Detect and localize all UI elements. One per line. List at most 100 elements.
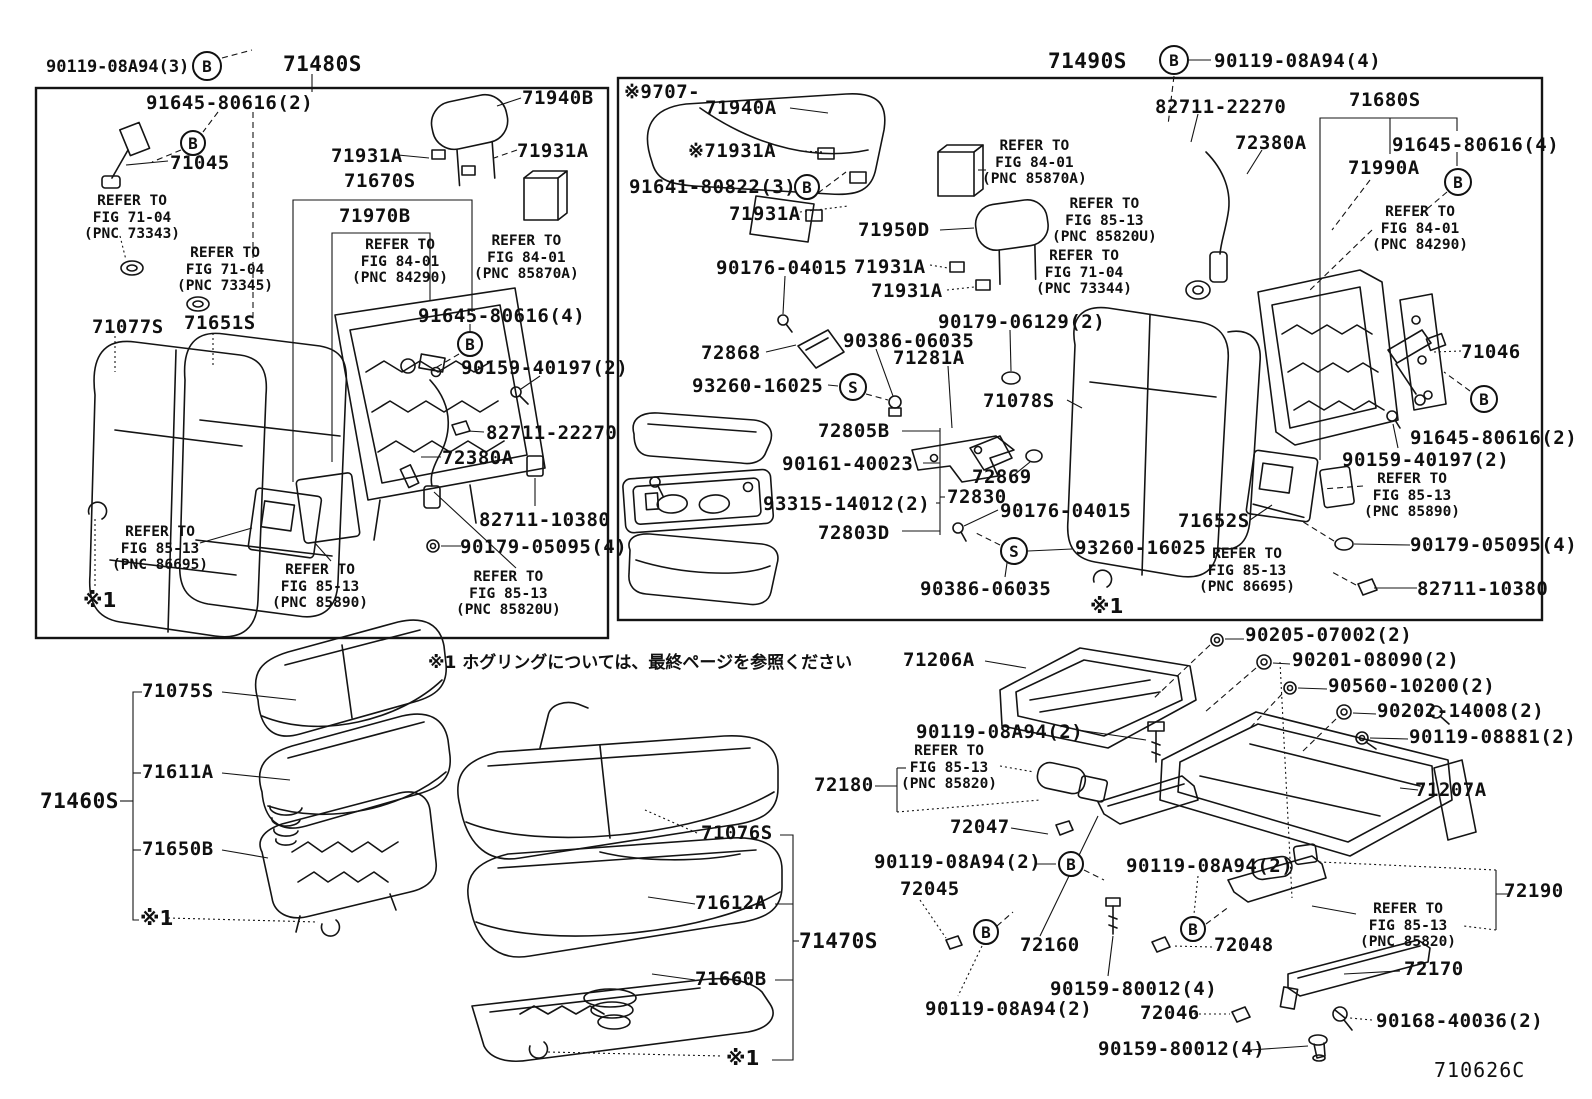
part-label: 71970B <box>339 205 411 227</box>
callout-B: B <box>180 130 206 156</box>
part-label: 82711-10380 <box>479 509 611 531</box>
part-label: 90179-05095(4) <box>1410 534 1578 556</box>
callout-S: S <box>839 373 867 401</box>
part-label: 90119-08A94(2) <box>916 721 1084 743</box>
part-label: 90179-05095(4) <box>460 536 628 558</box>
part-label: 71045 <box>170 152 230 174</box>
part-label: 90202-14008(2) <box>1377 700 1545 722</box>
part-label: 90205-07002(2) <box>1245 624 1413 646</box>
part-label: 71480S <box>283 52 362 76</box>
part-label: 71460S <box>40 789 119 813</box>
part-label: 71612A <box>695 892 767 914</box>
seat-frame-art <box>945 633 1477 1062</box>
part-label: 71931A <box>517 140 589 162</box>
part-label: 71990A <box>1348 157 1420 179</box>
part-label: 82711-10380 <box>1417 578 1549 600</box>
part-label: 72830 <box>947 486 1007 508</box>
part-label: 90159-80012(4) <box>1098 1038 1266 1060</box>
part-label: 71651S <box>184 312 256 334</box>
callout-B: B <box>794 174 820 200</box>
part-label: 71206A <box>903 649 975 671</box>
part-label: 91645-80616(4) <box>418 305 586 327</box>
part-label: 71652S <box>1178 510 1250 532</box>
callout-B: B <box>1180 916 1206 942</box>
part-label: 72805B <box>818 420 890 442</box>
part-label: 82711-22270 <box>1155 96 1287 118</box>
part-label: 90119-08A94(2) <box>1126 855 1294 877</box>
part-label: 71660B <box>695 968 767 990</box>
part-label: 72046 <box>1140 1002 1200 1024</box>
part-label: 71940A <box>705 97 777 119</box>
part-label: 71670S <box>344 170 416 192</box>
rear-seatback-art <box>622 93 1447 606</box>
part-label: 71076S <box>701 822 773 844</box>
part-label: 72869 <box>972 466 1032 488</box>
part-label: 90119-08A94(4) <box>1214 50 1382 72</box>
part-label: 72868 <box>701 342 761 364</box>
part-label: 71490S <box>1048 49 1127 73</box>
part-label: 90176-04015 <box>716 257 848 279</box>
doc-code: 710626C <box>1434 1058 1526 1082</box>
callout-B: B <box>192 51 222 81</box>
part-label: 90179-06129(2) <box>938 311 1106 333</box>
part-label: 90119-08A94(2) <box>925 998 1093 1020</box>
rear-seat-box <box>616 76 1544 622</box>
front-seat-box <box>34 86 610 640</box>
part-label: 90119-08881(2) <box>1409 726 1577 748</box>
footnote-mark: ※1 <box>140 906 174 930</box>
callout-B: B <box>973 919 999 945</box>
part-label: 72047 <box>950 816 1010 838</box>
rear-cushion-stack-art <box>457 701 783 1062</box>
part-label: 90386-06035 <box>843 330 975 352</box>
part-label: 72180 <box>814 774 874 796</box>
part-label: 90386-06035 <box>920 578 1052 600</box>
part-label: 71207A <box>1415 779 1487 801</box>
part-label: 71075S <box>142 680 214 702</box>
part-label: 72048 <box>1214 934 1274 956</box>
part-label: 71611A <box>142 761 214 783</box>
part-label: 90159-40197(2) <box>461 357 629 379</box>
front-cushion-stack-art <box>254 619 451 937</box>
part-label: 93260-16025 <box>1075 537 1207 559</box>
callout-B: B <box>1470 385 1498 413</box>
part-label: 72380A <box>442 447 514 469</box>
part-label: 72190 <box>1504 880 1564 902</box>
part-label: 90119-08A94(3) <box>46 57 190 77</box>
part-label: 71470S <box>799 929 878 953</box>
part-label: 71680S <box>1349 89 1421 111</box>
footnote-mark: ※1 <box>83 588 117 612</box>
part-label: 93260-16025 <box>692 375 824 397</box>
front-seatback-art <box>87 93 568 638</box>
part-label: 71078S <box>983 390 1055 412</box>
part-label: 90168-40036(2) <box>1376 1010 1544 1032</box>
part-label: 90159-80012(4) <box>1050 978 1218 1000</box>
part-label: 91641-80822(3) <box>629 176 797 198</box>
hog-ring-footnote: ※1 ホグリングについては、最終ページを参照ください <box>428 653 853 673</box>
part-label: 72045 <box>900 878 960 900</box>
part-label: 71281A <box>893 347 965 369</box>
part-label: 91645-80616(2) <box>1410 427 1578 449</box>
footnote-mark: ※1 <box>726 1046 760 1070</box>
part-label: 71077S <box>92 316 164 338</box>
part-label: 90159-40197(2) <box>1342 449 1510 471</box>
part-label: 91645-80616(2) <box>146 92 314 114</box>
part-label: 71931A <box>331 145 403 167</box>
part-label: 71650B <box>142 838 214 860</box>
part-label: 90119-08A94(2) <box>874 851 1042 873</box>
footnote-mark: ※1 <box>1090 594 1124 618</box>
part-label: 93315-14012(2) <box>763 493 931 515</box>
